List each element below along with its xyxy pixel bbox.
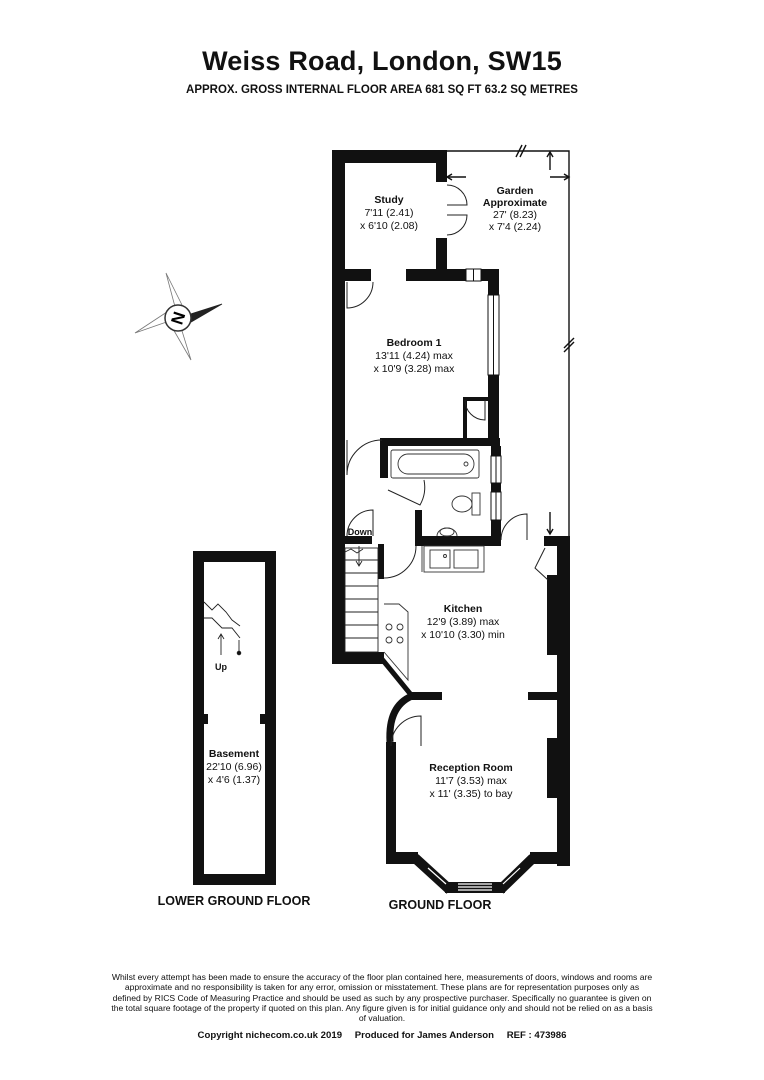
garden-label-1: Garden — [497, 185, 534, 197]
compass-north-letter: N — [168, 309, 190, 327]
plan-title: Weiss Road, London, SW15 — [202, 46, 562, 76]
study-dimension-1: 7'11 (2.41) — [364, 207, 413, 219]
ground-floor-stairs — [344, 546, 379, 653]
kitchen-label: Kitchen — [444, 603, 483, 615]
ground-floor-walls — [332, 150, 570, 866]
disclaimer-text: Whilst every attempt has been made to en… — [111, 972, 653, 1024]
reference-text: REF : 473986 — [506, 1030, 567, 1041]
ground-floor-label: GROUND FLOOR — [388, 898, 492, 912]
bedroom-label: Bedroom 1 — [387, 337, 442, 349]
produced-for-text: Produced for James Anderson — [354, 1030, 495, 1041]
bedroom-dimension-2: x 10'9 (3.28) max — [374, 363, 456, 375]
floor-area-subtitle: APPROX. GROSS INTERNAL FLOOR AREA 681 SQ… — [186, 84, 578, 96]
kitchen-dimension-2: x 10'10 (3.30) min — [421, 629, 505, 641]
doors — [346, 184, 549, 747]
reception-label: Reception Room — [429, 762, 512, 774]
reception-dimension-2: x 11' (3.35) to bay — [430, 788, 514, 800]
basement-dimension-1: 22'10 (6.96) — [206, 761, 262, 773]
kitchen-dimension-1: 12'9 (3.89) max — [427, 616, 500, 628]
copyright-line: Copyright nichecom.co.uk 2019 Produced f… — [0, 1030, 764, 1041]
stairs-down-label: Down — [348, 527, 373, 537]
garden-outline — [445, 144, 575, 536]
lower-ground-floor-label: LOWER GROUND FLOOR — [157, 894, 311, 908]
windows — [465, 268, 502, 521]
bay-window — [427, 863, 521, 891]
kitchen-fixtures — [383, 545, 485, 682]
garden-label-2: Approximate — [483, 197, 547, 209]
study-label: Study — [374, 194, 403, 206]
stairs-up-label: Up — [215, 662, 227, 672]
basement-label: Basement — [209, 748, 260, 760]
basement-dimension-2: x 4'6 (1.37) — [208, 774, 260, 786]
compass-icon: N — [134, 272, 223, 361]
study-dimension-2: x 6'10 (2.08) — [360, 220, 418, 232]
basement-stairs — [203, 601, 242, 656]
reception-dimension-1: 11'7 (3.53) max — [435, 775, 508, 787]
garden-dimension-2: x 7'4 (2.24) — [489, 221, 541, 233]
copyright-text: Copyright nichecom.co.uk 2019 — [197, 1030, 343, 1041]
garden-dimension-1: 27' (8.23) — [493, 209, 537, 221]
bedroom-dimension-1: 13'11 (4.24) max — [375, 350, 453, 362]
basement-walls — [193, 551, 276, 885]
bathroom-fixtures — [390, 449, 481, 537]
